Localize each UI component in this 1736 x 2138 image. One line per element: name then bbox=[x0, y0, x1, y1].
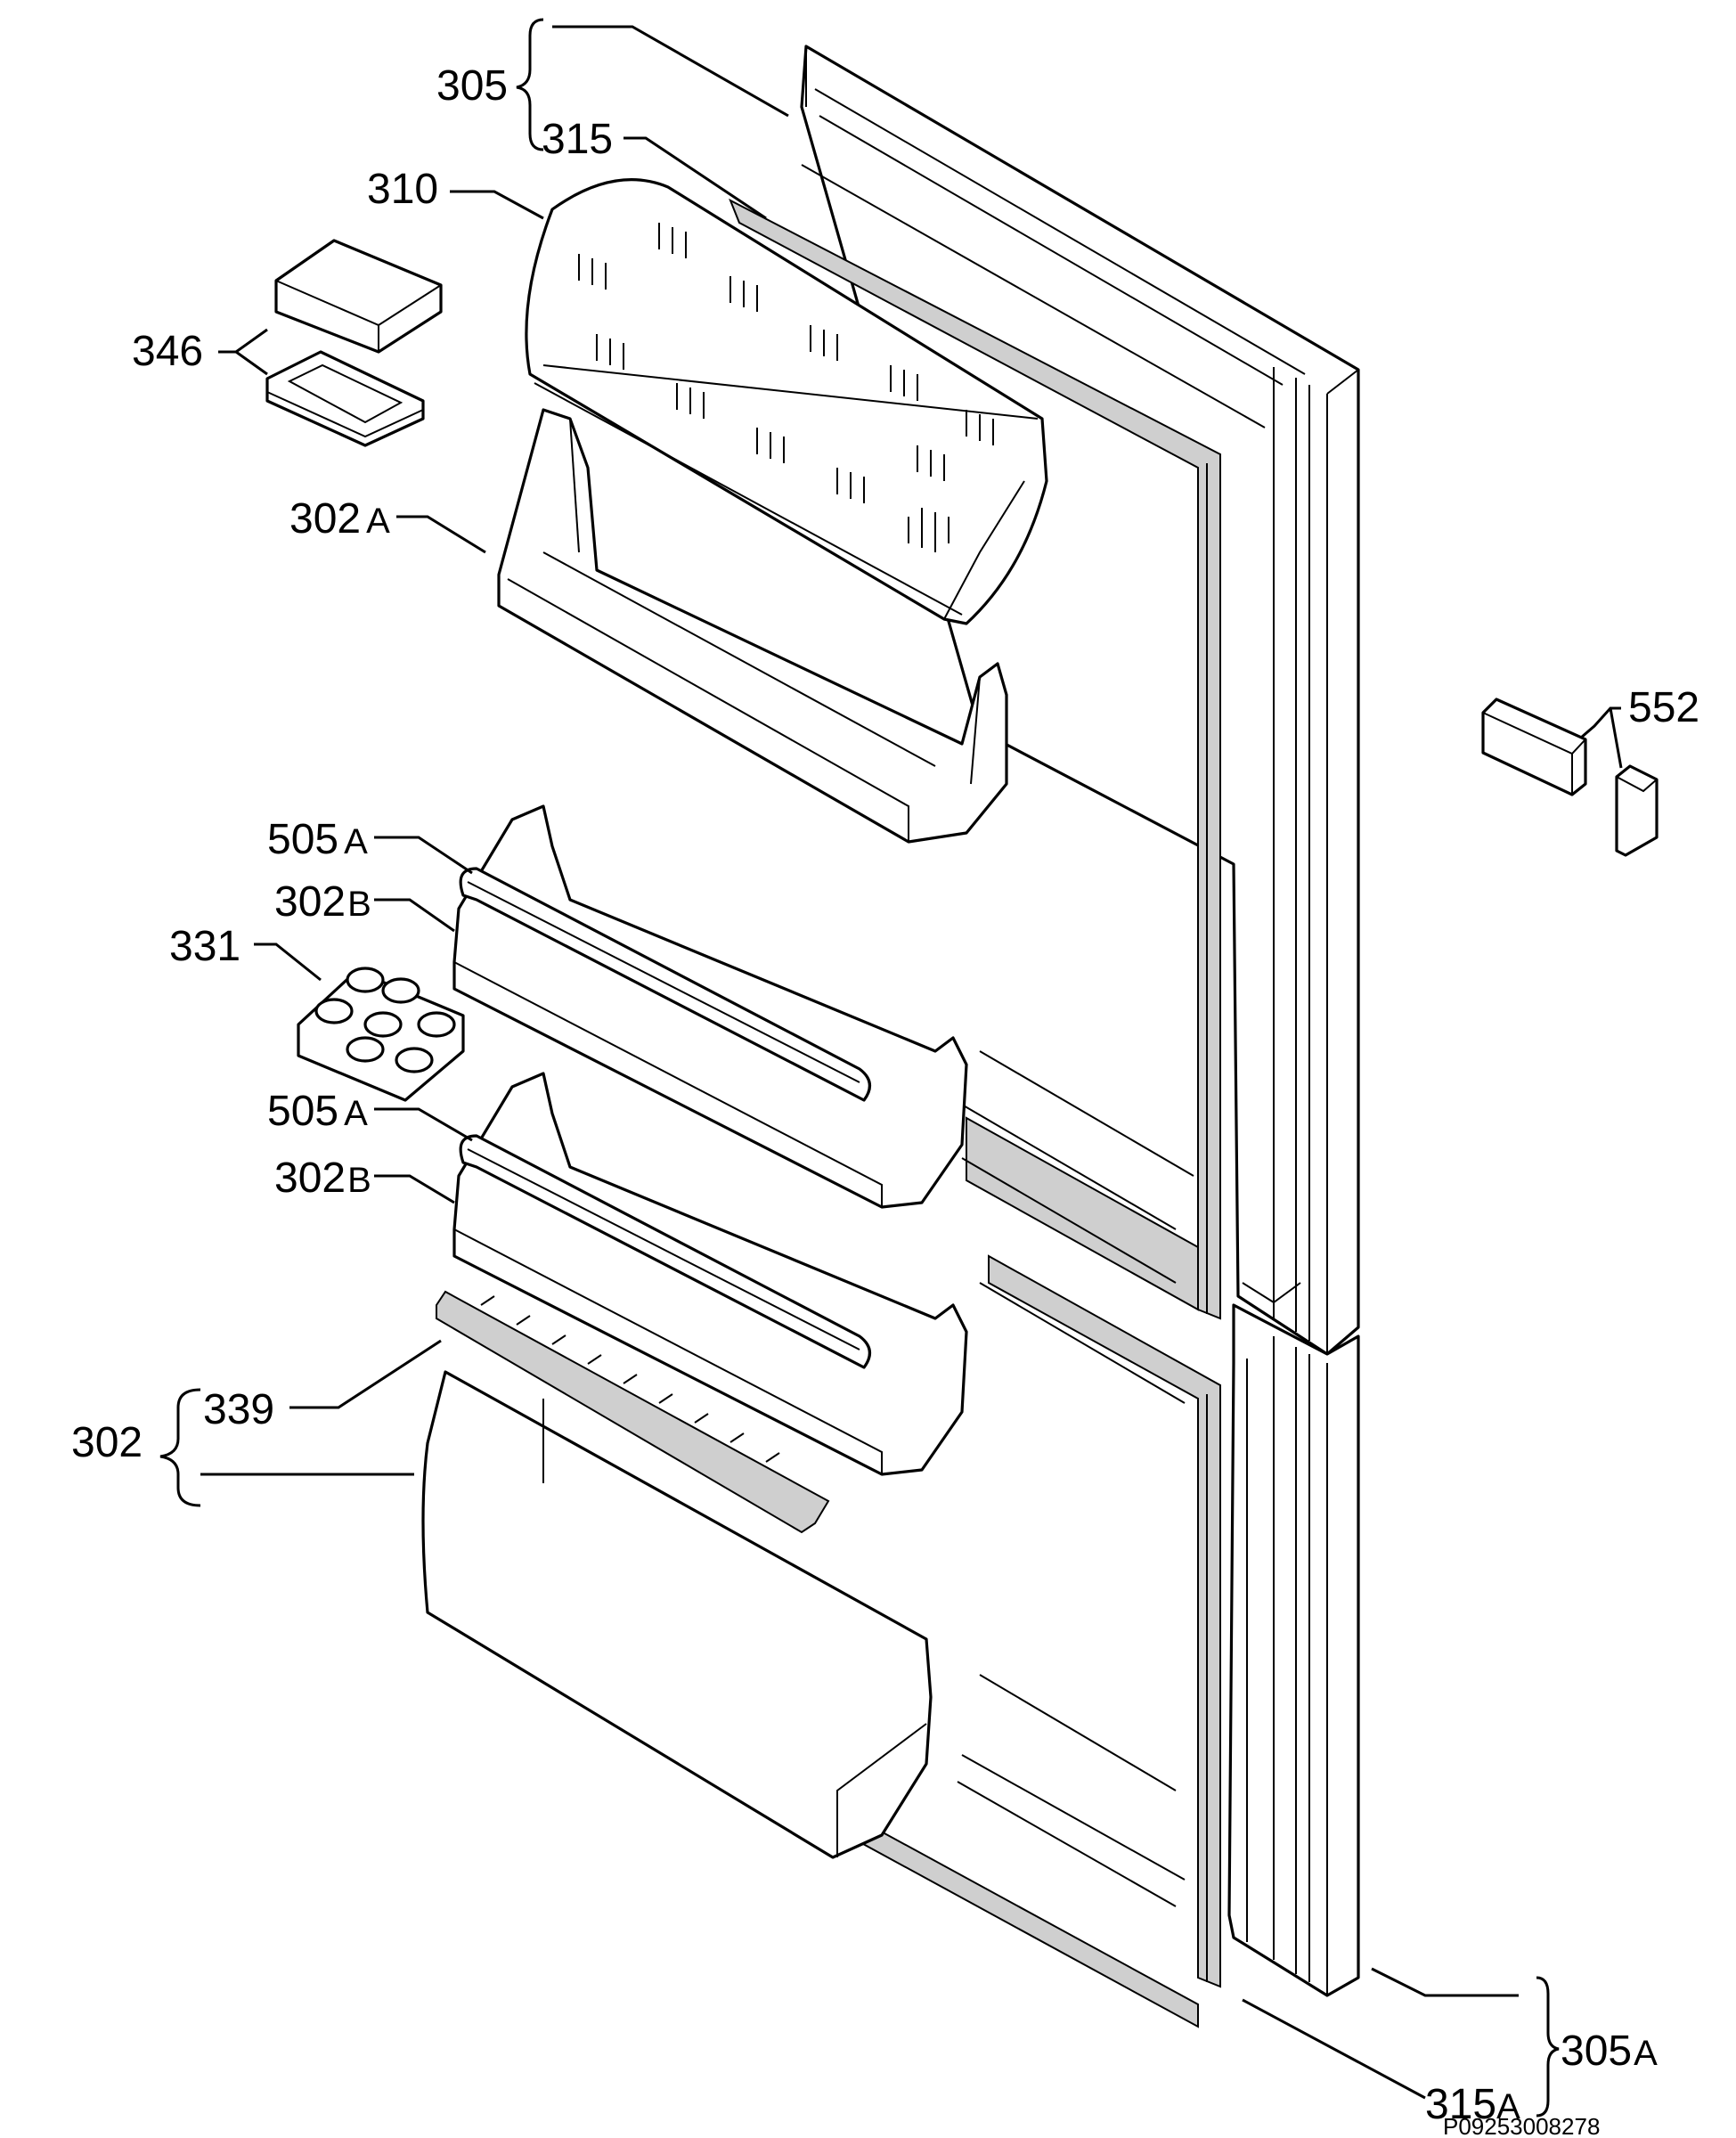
egg-tray bbox=[297, 967, 465, 1102]
callout-331: 331 bbox=[169, 923, 240, 970]
middle-door-shelf-upper bbox=[452, 804, 968, 1209]
reference-code: P09253008278 bbox=[1443, 2113, 1600, 2138]
bottom-door-shelf bbox=[421, 1370, 933, 1859]
upper-door-gasket bbox=[729, 198, 1221, 1320]
butter-dish bbox=[265, 239, 443, 447]
hinge-bracket bbox=[1481, 698, 1659, 857]
dairy-compartment-cover bbox=[525, 178, 1048, 625]
callout-346: 346 bbox=[132, 328, 203, 375]
callout-302: 302 bbox=[71, 1419, 143, 1466]
callout-315: 315 bbox=[542, 116, 613, 163]
upper-door-shelf bbox=[497, 408, 1008, 844]
bottle-rack bbox=[436, 1290, 830, 1534]
leader-lines bbox=[159, 18, 1623, 2118]
middle-door-shelf-lower bbox=[452, 1072, 968, 1476]
callout-305a: 305A bbox=[1561, 2028, 1658, 2075]
callout-552: 552 bbox=[1628, 684, 1699, 731]
callout-310: 310 bbox=[367, 166, 438, 213]
callout-305: 305 bbox=[436, 62, 508, 110]
vent-slots bbox=[578, 223, 994, 552]
callout-315a: 315A bbox=[1425, 2081, 1520, 2128]
callout-302b-top: 302B bbox=[274, 878, 371, 926]
callout-302b-bottom: 302B bbox=[274, 1155, 371, 1202]
lower-door bbox=[1227, 1303, 1360, 1997]
callout-339: 339 bbox=[203, 1386, 274, 1433]
